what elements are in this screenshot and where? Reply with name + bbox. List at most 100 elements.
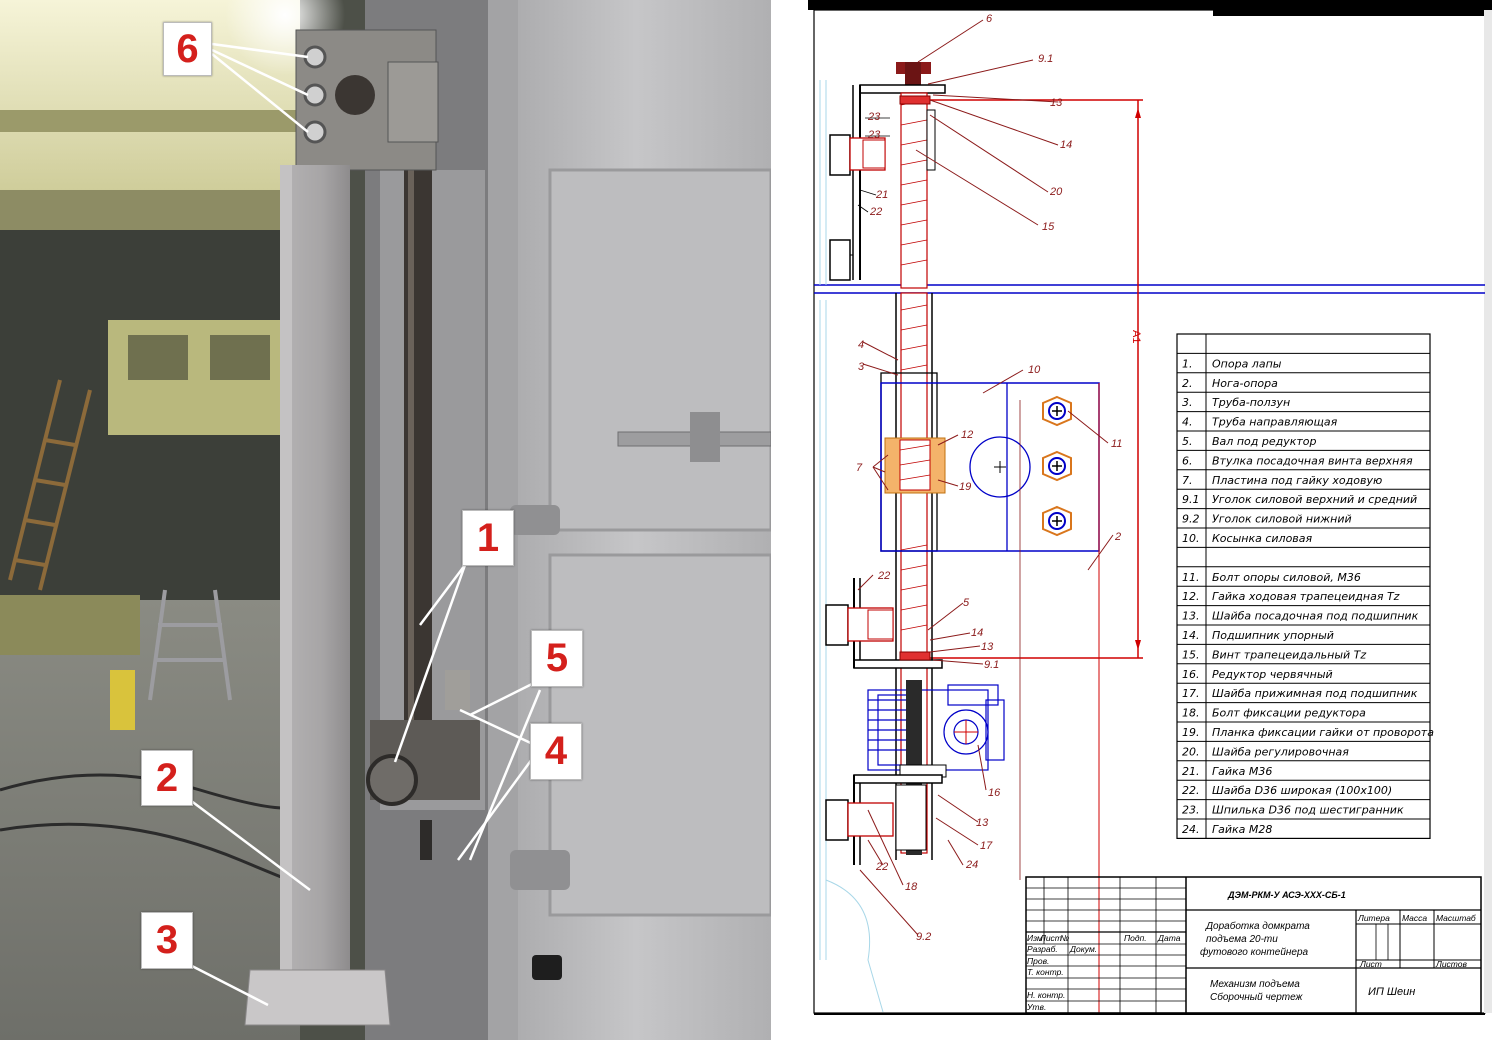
- description-line3: футового контейнера: [1200, 946, 1309, 958]
- tb-tkontr: Т. контр.: [1027, 967, 1064, 977]
- part-name: Втулка посадочная винта верхняя: [1212, 454, 1413, 467]
- tb-ndokum: №: [1060, 933, 1069, 943]
- parts-table-row: 13.Шайба посадочная под подшипник: [1182, 610, 1419, 623]
- tb-nkontr: Н. контр.: [1027, 990, 1065, 1000]
- part-name: Болт фиксации редуктора: [1212, 707, 1366, 720]
- label-5: 5: [963, 597, 970, 609]
- callout-label: 3: [155, 918, 179, 962]
- part-number: 1.: [1182, 357, 1193, 370]
- part-name: Планка фиксации гайки от проворота: [1212, 726, 1434, 739]
- tb-list: Лист: [1039, 933, 1062, 943]
- tb-litera: Литера: [1357, 913, 1390, 923]
- label-14-mid: 14: [971, 627, 983, 639]
- label-18: 18: [905, 881, 918, 893]
- parts-table-row: 12.Гайка ходовая трапецеидная Tz: [1182, 590, 1400, 603]
- doc-code: ДЭМ-РКМ-У АСЭ-ХХХ-СБ-1: [1227, 890, 1346, 900]
- part-name: Шайба посадочная под подшипник: [1212, 610, 1419, 623]
- label-9-1: 9.1: [1038, 53, 1053, 65]
- label-6: 6: [986, 13, 993, 25]
- label-9-1-mid: 9.1: [984, 659, 999, 671]
- parts-table: 1.Опора лапы 2. Нога-опора 3.Труба-ползун 4.…: [1176, 333, 1434, 839]
- label-12: 12: [961, 429, 973, 441]
- parts-table-row: 15.Винт трапецеидальный Tz: [1182, 648, 1366, 661]
- part-number: 17.: [1182, 687, 1200, 700]
- label-23b: 23: [867, 129, 881, 141]
- label-10: 10: [1028, 364, 1041, 376]
- part-name: Труба направляющая: [1212, 416, 1338, 429]
- label-13: 13: [1050, 97, 1063, 109]
- assembly-line1: Механизм подъема: [1210, 979, 1300, 990]
- part-number: 19.: [1182, 726, 1200, 739]
- photo-panel: 6 1 5 4 2 3: [0, 0, 771, 1040]
- parts-table-row: 17. Шайба прижимная под подшипник: [1182, 687, 1418, 700]
- part-name: Косынка силовая: [1212, 532, 1313, 545]
- label-15: 15: [1042, 221, 1055, 233]
- callout-5: 5: [531, 630, 583, 687]
- callout-1: 1: [462, 510, 514, 566]
- part-number: 3.: [1182, 396, 1193, 409]
- description-line1: Доработка домкрата: [1205, 920, 1310, 932]
- parts-table-row: 23.Шпилька D36 под шестигранник: [1182, 804, 1404, 817]
- parts-table-row: 10. Косынка силовая: [1182, 532, 1313, 545]
- parts-table-row: 3.Труба-ползун: [1182, 396, 1290, 409]
- tb-podp: Подп.: [1124, 933, 1147, 943]
- part-number: 10.: [1182, 532, 1200, 545]
- parts-table-row: 18. Болт фиксации редуктора: [1182, 707, 1366, 720]
- parts-table-row: 20. Шайба регулировочная: [1182, 745, 1349, 758]
- label-16: 16: [988, 787, 1001, 799]
- parts-table-row: 19. Планка фиксации гайки от проворота: [1182, 726, 1434, 739]
- part-number: 20.: [1182, 745, 1200, 758]
- part-name: Винт трапецеидальный Tz: [1212, 648, 1366, 661]
- parts-table-row: 7.Пластина под гайку ходовую: [1182, 474, 1382, 487]
- label-4: 4: [858, 339, 864, 351]
- workshop-photo: [0, 0, 771, 1040]
- parts-table-row: 2. Нога-опора: [1182, 377, 1278, 390]
- part-name: Нога-опора: [1212, 377, 1278, 390]
- part-number: 16.: [1182, 668, 1200, 681]
- part-name: Шайба D36 широкая (100х100): [1212, 784, 1392, 797]
- part-number: 4.: [1182, 416, 1193, 429]
- leader-lines: [189, 42, 542, 1007]
- part-number: 22.: [1182, 784, 1200, 797]
- parts-table-row: 1.Опора лапы: [1182, 357, 1282, 370]
- part-number: 12.: [1182, 590, 1200, 603]
- part-number: 6.: [1182, 454, 1193, 467]
- label-23a: 23: [867, 111, 881, 123]
- parts-table-row: 4. Труба направляющая: [1182, 416, 1338, 429]
- label-13-low: 13: [976, 817, 989, 829]
- part-number: 18.: [1182, 707, 1200, 720]
- tb-razrab-name: Докум.: [1069, 944, 1097, 954]
- callout-2: 2: [141, 750, 193, 806]
- label-11: 11: [1111, 438, 1122, 450]
- label-7: 7: [856, 462, 863, 474]
- title-block: [1025, 876, 1482, 1014]
- tb-prov: Пров.: [1027, 956, 1049, 966]
- callout-label: 4: [544, 729, 568, 773]
- callout-label: 6: [176, 27, 199, 71]
- drawing-panel: A1: [808, 0, 1492, 1051]
- part-name: Гайка М28: [1212, 823, 1272, 836]
- part-name: Пластина под гайку ходовую: [1212, 474, 1382, 487]
- middle-detail: [825, 292, 1114, 1013]
- part-number: 2.: [1182, 377, 1193, 390]
- part-name: Шайба регулировочная: [1212, 745, 1349, 758]
- callout-label: 5: [545, 636, 569, 680]
- label-22-mid: 22: [877, 570, 890, 582]
- parts-table-row: 22. Шайба D36 широкая (100х100): [1182, 784, 1392, 797]
- part-name: Гайка М36: [1212, 765, 1272, 778]
- part-number: 14.: [1182, 629, 1200, 642]
- parts-table-row: 6. Втулка посадочная винта верхняя: [1182, 454, 1413, 467]
- part-name: Шайба прижимная под подшипник: [1212, 687, 1418, 700]
- part-number: 23.: [1182, 804, 1200, 817]
- part-number: 24.: [1182, 823, 1200, 836]
- label-21: 21: [875, 189, 888, 201]
- label-19: 19: [959, 481, 971, 493]
- part-name: Вал под редуктор: [1212, 435, 1316, 448]
- callout-6: 6: [163, 22, 212, 76]
- tb-data: Дата: [1157, 933, 1181, 943]
- assembly-line2: Сборочный чертеж: [1210, 991, 1304, 1003]
- description-line2: подъема 20-ти: [1206, 934, 1278, 945]
- tb-massa: Масса: [1402, 913, 1427, 923]
- label-22-low: 22: [875, 861, 888, 873]
